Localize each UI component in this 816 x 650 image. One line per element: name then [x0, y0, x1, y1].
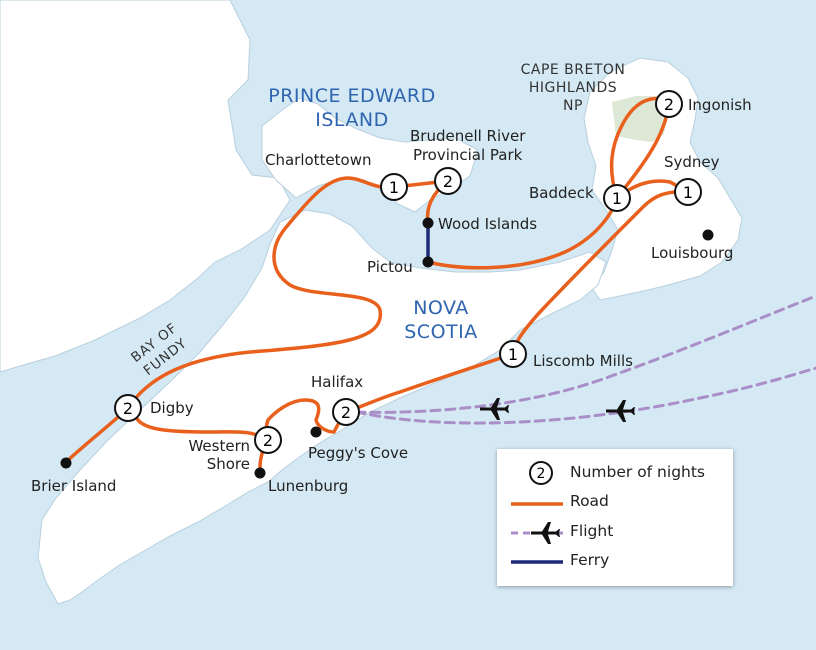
place-label-wood-islands: Wood Islands	[438, 215, 538, 233]
place-label-liscomb-mills: Liscomb Mills	[533, 352, 633, 370]
stop-dot-lunenburg	[254, 467, 266, 479]
svg-text:2: 2	[341, 403, 351, 422]
legend-row-nights: 2 Number of nights	[497, 459, 733, 487]
numbered-circle-icon: 2	[529, 461, 553, 485]
legend-label-flight: Flight	[570, 522, 614, 540]
nights-marker-sydney: 1	[674, 178, 702, 206]
place-label-louisbourg: Louisbourg	[651, 244, 734, 262]
svg-text:2: 2	[443, 172, 453, 191]
legend-row-road: Road	[497, 488, 733, 516]
legend-label-ferry: Ferry	[570, 551, 610, 569]
stop-dot-wood-islands	[422, 217, 434, 229]
flight-line-icon	[511, 522, 563, 544]
place-label-peggys-cove: Peggy's Cove	[308, 444, 409, 462]
place-label-digby: Digby	[150, 399, 194, 417]
ferry-line-icon	[511, 560, 563, 564]
place-label-brier-island: Brier Island	[31, 477, 117, 495]
stop-dot-pictou	[422, 256, 434, 268]
svg-text:1: 1	[508, 345, 518, 364]
legend-label-nights: Number of nights	[570, 463, 706, 481]
place-label-sydney: Sydney	[664, 153, 720, 171]
nights-marker-charlottetown: 1	[380, 173, 408, 201]
stop-dot-peggys-cove	[310, 426, 322, 438]
legend-row-ferry: Ferry	[497, 547, 733, 575]
nights-marker-brudenell: 2	[434, 167, 462, 195]
svg-text:2: 2	[664, 95, 674, 114]
svg-text:2: 2	[123, 399, 133, 418]
nights-marker-digby: 2	[114, 394, 142, 422]
legend-label-road: Road	[570, 492, 609, 510]
place-label-baddeck: Baddeck	[529, 184, 594, 202]
mainland-new-brunswick	[0, 0, 291, 373]
stop-dot-brier-island	[60, 457, 72, 469]
nights-marker-halifax: 2	[332, 398, 360, 426]
road-line-icon	[511, 502, 563, 506]
stop-markers	[60, 217, 714, 479]
plane-icon	[531, 522, 560, 544]
place-label-pictou: Pictou	[367, 258, 413, 276]
svg-text:2: 2	[537, 466, 546, 482]
cape-breton-highlands-np	[612, 96, 668, 142]
svg-text:1: 1	[389, 178, 399, 197]
place-label-ingonish: Ingonish	[688, 96, 752, 114]
nights-marker-western-shore: 2	[254, 426, 282, 454]
nights-marker-ingonish: 2	[655, 90, 683, 118]
nights-marker-baddeck: 1	[603, 184, 631, 212]
svg-text:2: 2	[263, 431, 273, 450]
flight-routes	[354, 294, 816, 425]
nova-scotia	[37, 209, 607, 605]
stop-dot-louisbourg	[702, 229, 714, 241]
place-label-charlottetown: Charlottetown	[265, 151, 372, 169]
legend: 2 Number of nights Road Flight Ferry	[497, 449, 733, 586]
place-label-lunenburg: Lunenburg	[268, 477, 349, 495]
legend-row-flight: Flight	[497, 518, 733, 546]
overnight-markers: 1 2 1 2 1 1 2 2 2	[114, 90, 702, 454]
place-label-halifax: Halifax	[311, 373, 364, 391]
nights-marker-liscomb-mills: 1	[499, 340, 527, 368]
svg-text:1: 1	[612, 189, 622, 208]
svg-text:1: 1	[683, 183, 693, 202]
